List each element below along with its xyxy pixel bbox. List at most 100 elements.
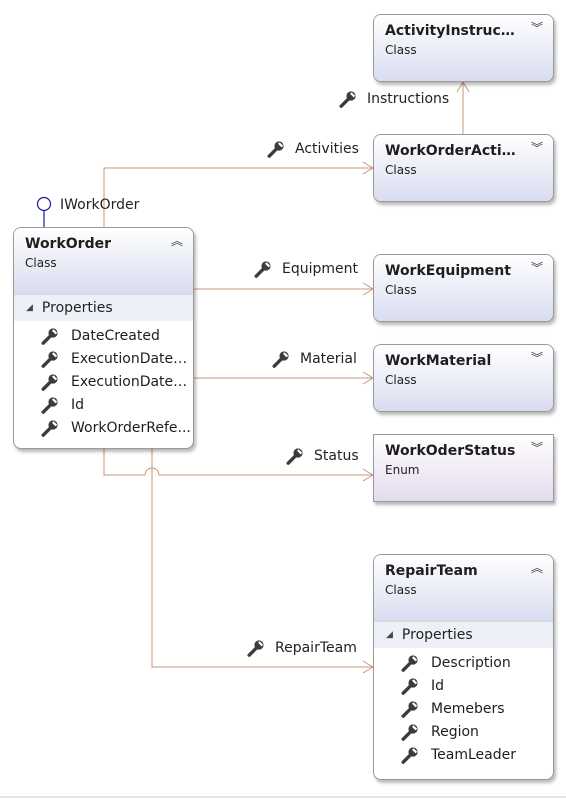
property-item[interactable]: Description <box>374 651 553 674</box>
work-material-stereotype: Class <box>385 373 417 387</box>
association-name: Material <box>300 351 357 367</box>
association-name: RepairTeam <box>275 640 357 656</box>
chevron-double-down-icon[interactable]: ︾ <box>530 141 543 155</box>
wrench-icon <box>272 350 290 368</box>
chevron-double-up-icon[interactable]: ︽ <box>530 561 543 575</box>
association-name: Instructions <box>367 91 450 107</box>
work-oder-status-enum[interactable]: WorkOderStatus Enum ︾ <box>373 434 554 502</box>
repair-team-class[interactable]: RepairTeam Class ︽ ◢ Properties Descript… <box>373 554 554 780</box>
work-equipment-class[interactable]: WorkEquipment Class ︾ <box>373 254 554 322</box>
work-order-activity-header: WorkOrderActiv... Class ︾ <box>374 135 553 201</box>
property-name: DateCreated <box>71 327 160 344</box>
wrench-icon <box>401 677 419 695</box>
work-material-title: WorkMaterial <box>385 353 492 369</box>
wrench-icon <box>401 746 419 764</box>
property-item[interactable]: ExecutionDateS... <box>14 370 193 393</box>
work-oder-status-header: WorkOderStatus Enum ︾ <box>374 435 553 501</box>
property-name: ExecutionDateS... <box>71 373 193 390</box>
work-order-stereotype: Class <box>25 256 57 270</box>
wrench-icon <box>286 447 304 465</box>
status-arrowhead <box>362 468 374 482</box>
chevron-double-down-icon[interactable]: ︾ <box>530 441 543 455</box>
property-item[interactable]: ExecutionDateC... <box>14 347 193 370</box>
work-order-title: WorkOrder <box>25 236 112 252</box>
activities-connector[interactable] <box>103 167 373 227</box>
work-oder-status-stereotype: Enum <box>385 463 420 477</box>
work-equipment-stereotype: Class <box>385 283 417 297</box>
association-name: Equipment <box>282 261 358 277</box>
repair-team-header: RepairTeam Class ︽ <box>374 555 553 621</box>
repairteam-association-label[interactable]: RepairTeam <box>247 639 357 657</box>
instructions-association-label[interactable]: Instructions <box>339 90 449 108</box>
wrench-icon <box>267 140 285 158</box>
interface-lollipop-circle[interactable] <box>36 196 52 212</box>
activity-instruction-stereotype: Class <box>385 43 417 57</box>
chevron-double-down-icon[interactable]: ︾ <box>530 261 543 275</box>
repairteam-arrowhead <box>362 660 374 674</box>
wrench-icon <box>247 639 265 657</box>
activity-instruction-header: ActivityInstructi... Class ︾ <box>374 15 553 81</box>
activity-instruction-title: ActivityInstructi... <box>385 23 517 39</box>
property-item[interactable]: Id <box>374 674 553 697</box>
instructions-arrowhead <box>456 81 470 93</box>
repair-team-stereotype: Class <box>385 583 417 597</box>
property-name: WorkOrderRefe... <box>71 419 191 436</box>
wrench-icon <box>401 700 419 718</box>
property-item[interactable]: WorkOrderRefe... <box>14 416 193 439</box>
activities-association-label[interactable]: Activities <box>267 140 359 158</box>
work-order-class[interactable]: WorkOrder Class ︽ ◢ Properties DateCreat… <box>13 227 194 449</box>
association-name: Activities <box>295 141 359 157</box>
activity-instruction-class[interactable]: ActivityInstructi... Class ︾ <box>373 14 554 82</box>
association-name: Status <box>314 448 359 464</box>
work-order-header: WorkOrder Class ︽ <box>14 228 193 294</box>
repair-team-properties-header[interactable]: ◢ Properties <box>374 622 553 648</box>
material-association-label[interactable]: Material <box>272 350 357 368</box>
work-order-properties-header[interactable]: ◢ Properties <box>14 295 193 321</box>
wrench-icon <box>41 396 59 414</box>
property-item[interactable]: DateCreated <box>14 324 193 347</box>
chevron-double-up-icon[interactable]: ︽ <box>170 234 183 248</box>
wrench-icon <box>401 654 419 672</box>
wrench-icon <box>254 260 272 278</box>
chevron-double-down-icon[interactable]: ︾ <box>530 21 543 35</box>
property-name: Description <box>431 654 511 671</box>
work-order-activity-title: WorkOrderActiv... <box>385 143 517 159</box>
property-item[interactable]: Region <box>374 720 553 743</box>
property-item[interactable]: Memebers <box>374 697 553 720</box>
material-arrowhead <box>362 371 374 385</box>
work-order-activity-stereotype: Class <box>385 163 417 177</box>
work-order-properties-section: ◢ Properties DateCreated ExecutionDateC.… <box>14 294 193 439</box>
wrench-icon <box>41 373 59 391</box>
wrench-icon <box>41 350 59 368</box>
collapse-triangle-icon[interactable]: ◢ <box>386 630 393 640</box>
work-oder-status-title: WorkOderStatus <box>385 443 516 459</box>
status-association-label[interactable]: Status <box>286 447 359 465</box>
properties-label: Properties <box>41 300 113 316</box>
wrench-icon <box>401 723 419 741</box>
interface-label: IWorkOrder <box>60 197 140 213</box>
property-item[interactable]: Id <box>14 393 193 416</box>
work-material-class[interactable]: WorkMaterial Class ︾ <box>373 344 554 412</box>
equipment-association-label[interactable]: Equipment <box>254 260 358 278</box>
property-name: Memebers <box>431 700 505 717</box>
property-name: TeamLeader <box>431 746 517 763</box>
repair-team-title: RepairTeam <box>385 563 478 579</box>
property-name: Region <box>431 723 479 740</box>
wrench-icon <box>339 90 357 108</box>
work-equipment-title: WorkEquipment <box>385 263 511 279</box>
work-material-header: WorkMaterial Class ︾ <box>374 345 553 411</box>
wrench-icon <box>41 419 59 437</box>
properties-label: Properties <box>401 627 473 643</box>
property-name: Id <box>431 677 445 694</box>
chevron-double-down-icon[interactable]: ︾ <box>530 351 543 365</box>
collapse-triangle-icon[interactable]: ◢ <box>26 303 33 313</box>
equipment-arrowhead <box>362 282 374 296</box>
activities-arrowhead <box>362 161 374 175</box>
repair-team-properties-section: ◢ Properties Description Id Memebers Reg… <box>374 621 553 766</box>
property-name: ExecutionDateC... <box>71 350 193 367</box>
property-name: Id <box>71 396 85 413</box>
repairteam-connector[interactable] <box>151 449 373 668</box>
wrench-icon <box>41 327 59 345</box>
property-item[interactable]: TeamLeader <box>374 743 553 766</box>
work-order-activity-class[interactable]: WorkOrderActiv... Class ︾ <box>373 134 554 202</box>
